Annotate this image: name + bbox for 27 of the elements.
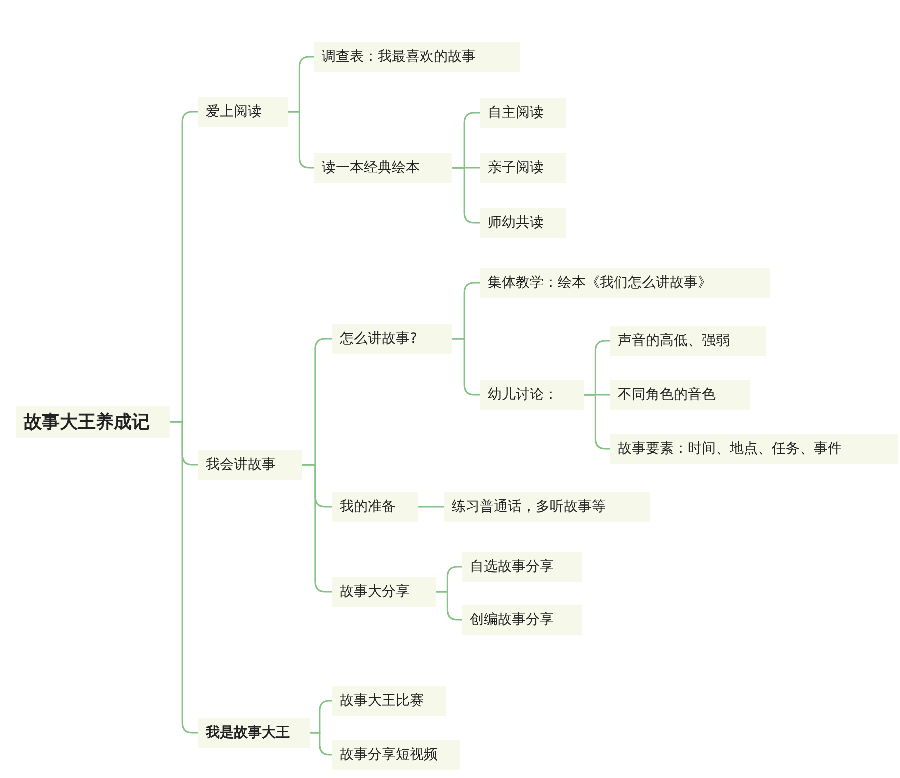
topic-box: 自选故事分享 xyxy=(462,552,582,582)
topic-box: 幼儿讨论： xyxy=(480,380,584,410)
topic-box: 师幼共读 xyxy=(480,208,566,238)
topic-box: 亲子阅读 xyxy=(480,153,566,183)
topic-box: 调查表：我最喜欢的故事 xyxy=(314,42,520,72)
connector-line xyxy=(452,167,480,224)
topic-box: 怎么讲故事? xyxy=(332,324,452,354)
topic-box: 故事要素：时间、地点、任务、事件 xyxy=(610,434,898,464)
topic-box: 我会讲故事 xyxy=(198,450,302,480)
topic-box: 集体教学：绘本《我们怎么讲故事》 xyxy=(480,268,770,298)
topic-box: 故事大分享 xyxy=(332,577,436,607)
topic-box: 故事大王比赛 xyxy=(332,686,446,716)
topic-box: 我的准备 xyxy=(332,492,418,522)
topic-box: 不同角色的音色 xyxy=(610,380,750,410)
topic-box: 自主阅读 xyxy=(480,98,566,128)
connector-line xyxy=(418,506,444,508)
connector-line xyxy=(302,464,332,593)
connector-line xyxy=(170,421,198,734)
root-topic: 故事大王养成记 xyxy=(16,406,170,438)
connector-line xyxy=(452,338,480,396)
topic-box: 我是故事大王 xyxy=(198,718,310,748)
topic-box: 爱上阅读 xyxy=(198,97,288,127)
topic-box: 创编故事分享 xyxy=(462,605,582,635)
topic-box: 声音的高低、强弱 xyxy=(610,326,766,356)
topic-box: 故事分享短视频 xyxy=(332,740,460,770)
topic-box: 练习普通话，多听故事等 xyxy=(444,492,650,522)
topic-box: 读一本经典绘本 xyxy=(314,153,452,183)
